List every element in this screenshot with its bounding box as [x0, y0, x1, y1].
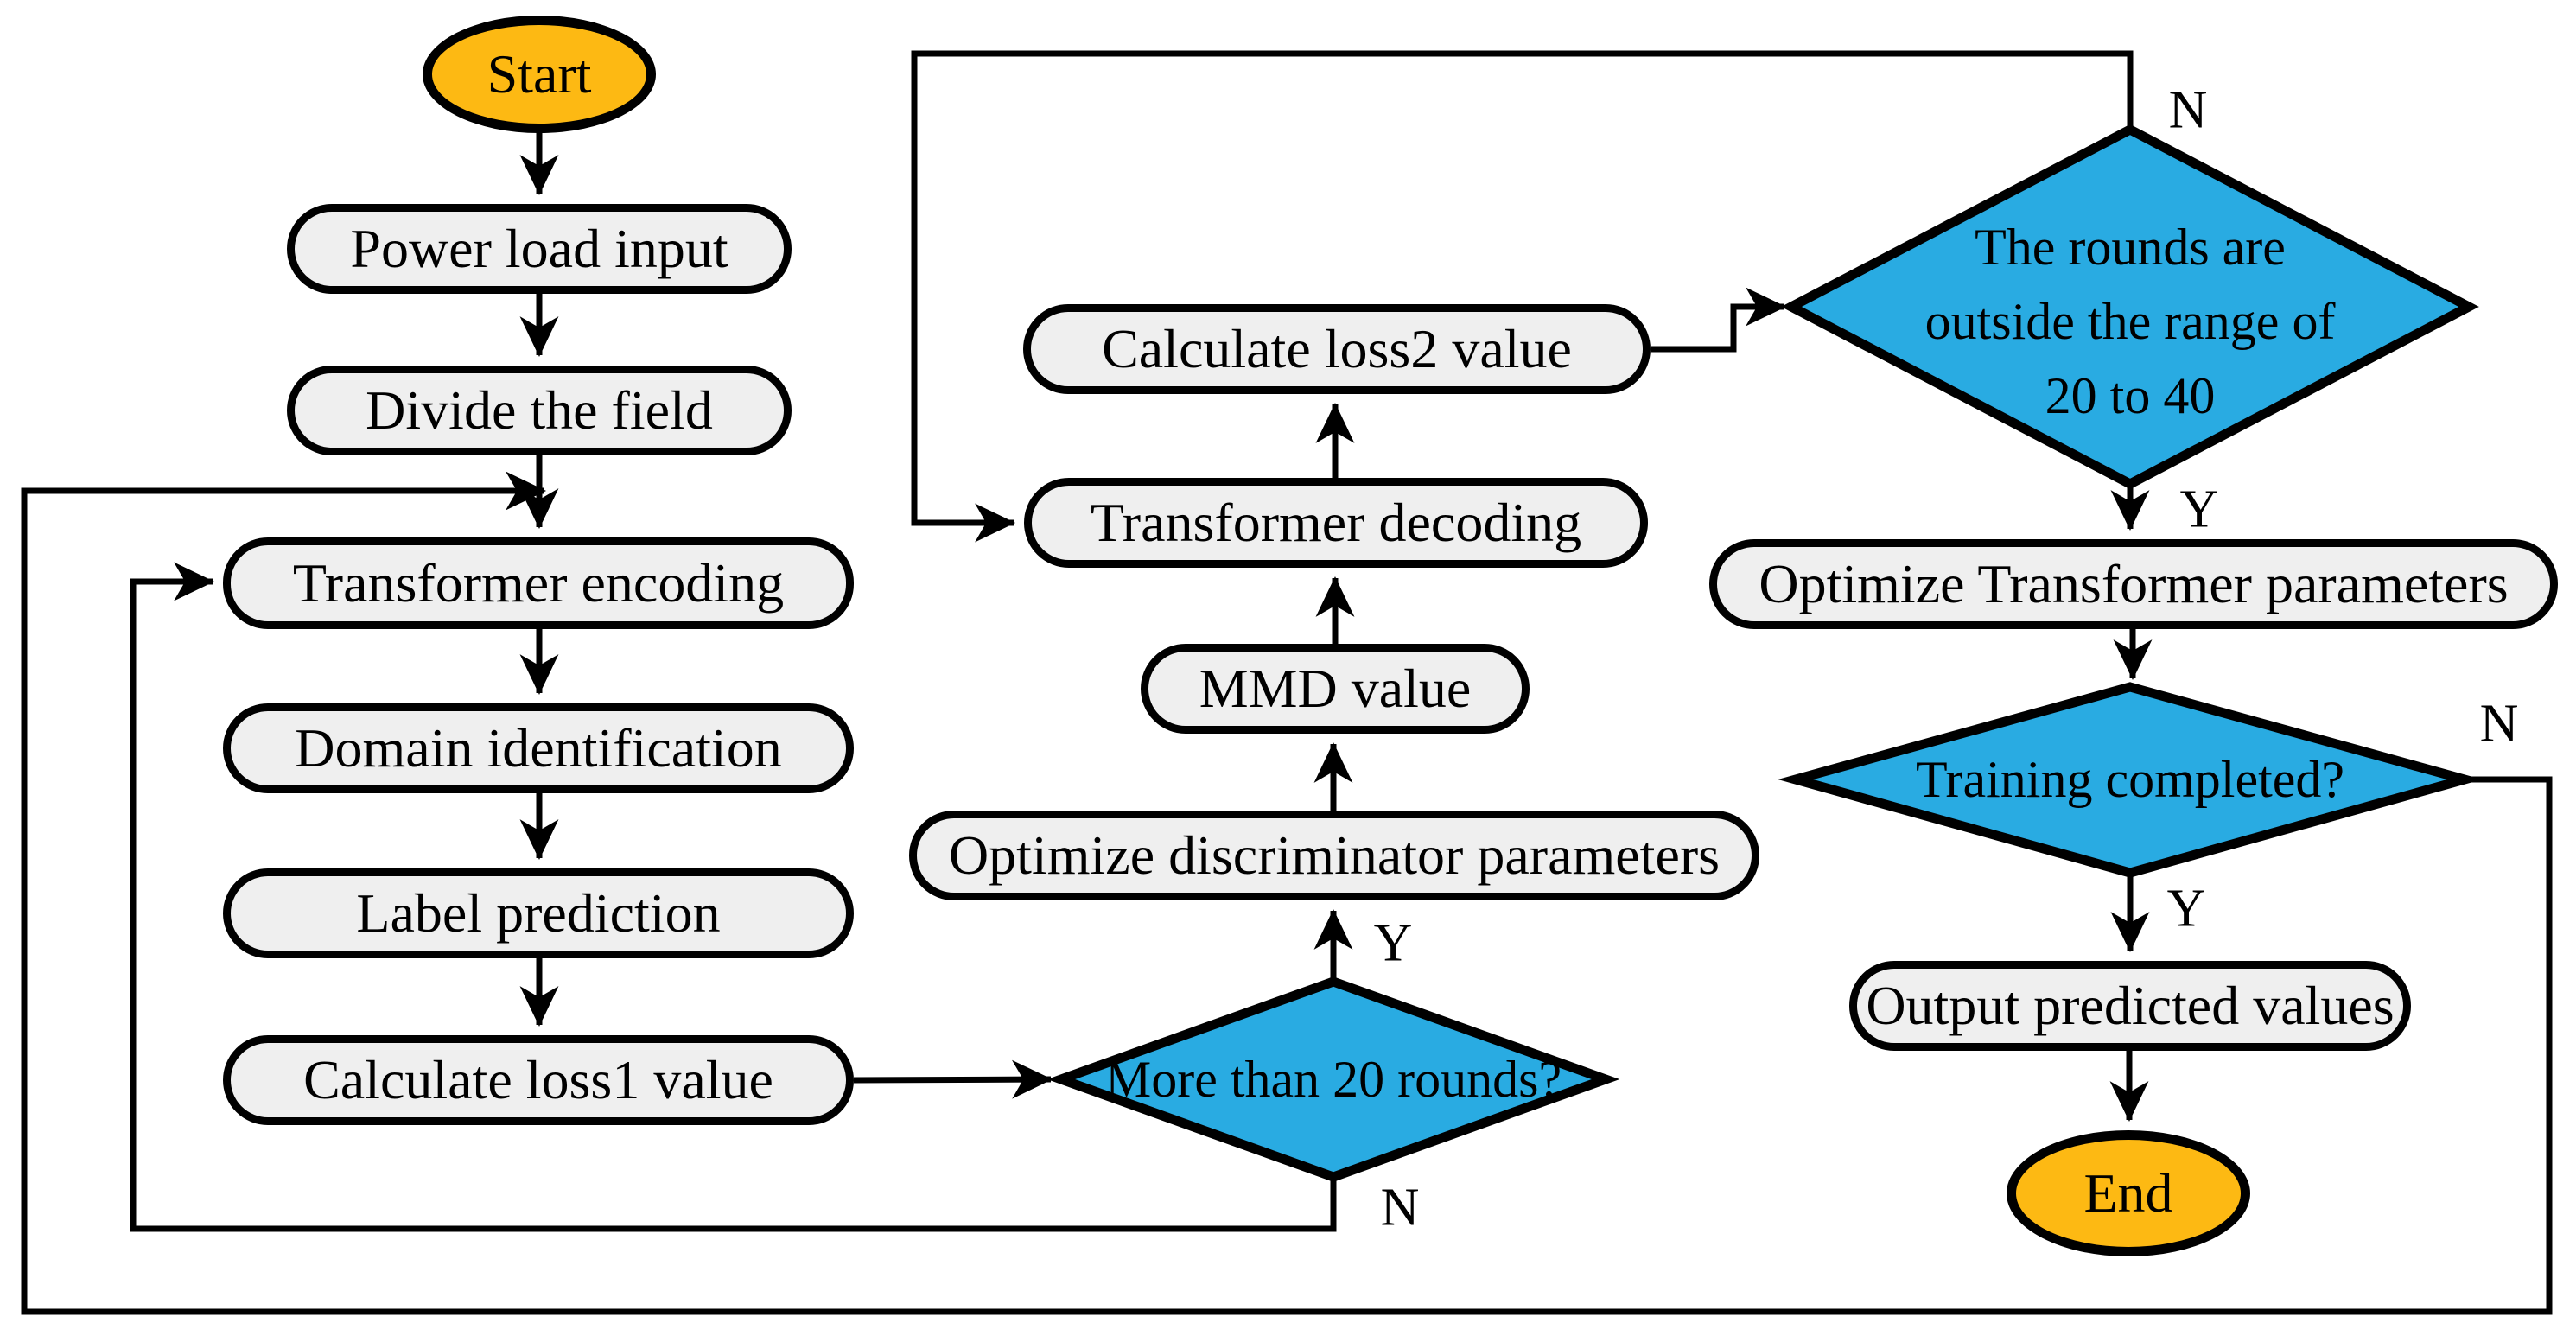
transformer-encoding-label: Transformer encoding: [292, 552, 785, 614]
rounds-outside-line3: 20 to 40: [2045, 367, 2216, 424]
output-predicted-values-label: Output predicted values: [1866, 975, 2395, 1036]
more-than-20-rounds-text: More than 20 rounds?: [1074, 1032, 1593, 1127]
more-than-20-rounds-label: More than 20 rounds?: [1104, 1051, 1562, 1108]
calculate-loss2-label: Calculate loss2 value: [1102, 318, 1572, 379]
edge-training-completed-no-loop-to-encoding-junction: [21, 471, 2553, 1315]
process-power-load-input: Power load input: [287, 204, 792, 294]
branch-label-rounds-outside-yes: Y: [2179, 480, 2219, 539]
rounds-outside-range-text: The rounds are outside the range of 20 t…: [1819, 196, 2441, 447]
process-output-predicted-values: Output predicted values: [1849, 961, 2411, 1051]
process-domain-identification: Domain identification: [223, 703, 854, 793]
domain-identification-label: Domain identification: [295, 717, 782, 779]
branch-label-rounds-outside-no: N: [2168, 80, 2208, 140]
rounds-outside-line2: outside the range of: [1924, 293, 2336, 350]
process-calculate-loss2: Calculate loss2 value: [1023, 304, 1651, 394]
process-label-prediction: Label prediction: [223, 868, 854, 958]
divide-the-field-label: Divide the field: [366, 379, 713, 441]
edge-rounds-outside-no-loop-to-transformer-decoding: [911, 50, 2134, 543]
end-label: End: [2083, 1162, 2173, 1224]
start-label: Start: [487, 43, 592, 105]
process-transformer-decoding: Transformer decoding: [1024, 478, 1648, 568]
process-divide-the-field: Divide the field: [287, 366, 792, 455]
start-terminal: Start: [423, 16, 656, 133]
label-prediction-label: Label prediction: [356, 882, 721, 944]
transformer-decoding-label: Transformer decoding: [1090, 492, 1582, 553]
process-optimize-discriminator: Optimize discriminator parameters: [909, 811, 1759, 900]
training-completed-text: Training completed?: [1828, 732, 2433, 827]
training-completed-label: Training completed?: [1915, 751, 2345, 808]
end-terminal: End: [2007, 1130, 2250, 1256]
mmd-value-label: MMD value: [1199, 658, 1472, 719]
calculate-loss1-label: Calculate loss1 value: [303, 1049, 773, 1110]
optimize-discriminator-label: Optimize discriminator parameters: [948, 824, 1721, 886]
process-transformer-encoding: Transformer encoding: [223, 537, 854, 629]
edge-calculate-loss2-to-rounds-outside: [1651, 287, 1787, 353]
branch-label-training-completed-no: N: [2479, 694, 2519, 754]
edge-more-than-20-no-loop-to-transformer-encoding: [130, 562, 1337, 1232]
process-mmd-value: MMD value: [1141, 644, 1530, 734]
power-load-input-label: Power load input: [350, 218, 728, 279]
branch-label-more-than-20-yes: Y: [1373, 913, 1413, 973]
process-optimize-transformer: Optimize Transformer parameters: [1709, 539, 2558, 629]
edge-calculate-loss1-to-more-than-20: [853, 1059, 1053, 1099]
optimize-transformer-label: Optimize Transformer parameters: [1759, 553, 2509, 614]
branch-label-training-completed-yes: Y: [2166, 879, 2206, 938]
process-calculate-loss1: Calculate loss1 value: [223, 1035, 854, 1125]
rounds-outside-line1: The rounds are: [1975, 219, 2286, 276]
branch-label-more-than-20-no: N: [1380, 1178, 1420, 1237]
